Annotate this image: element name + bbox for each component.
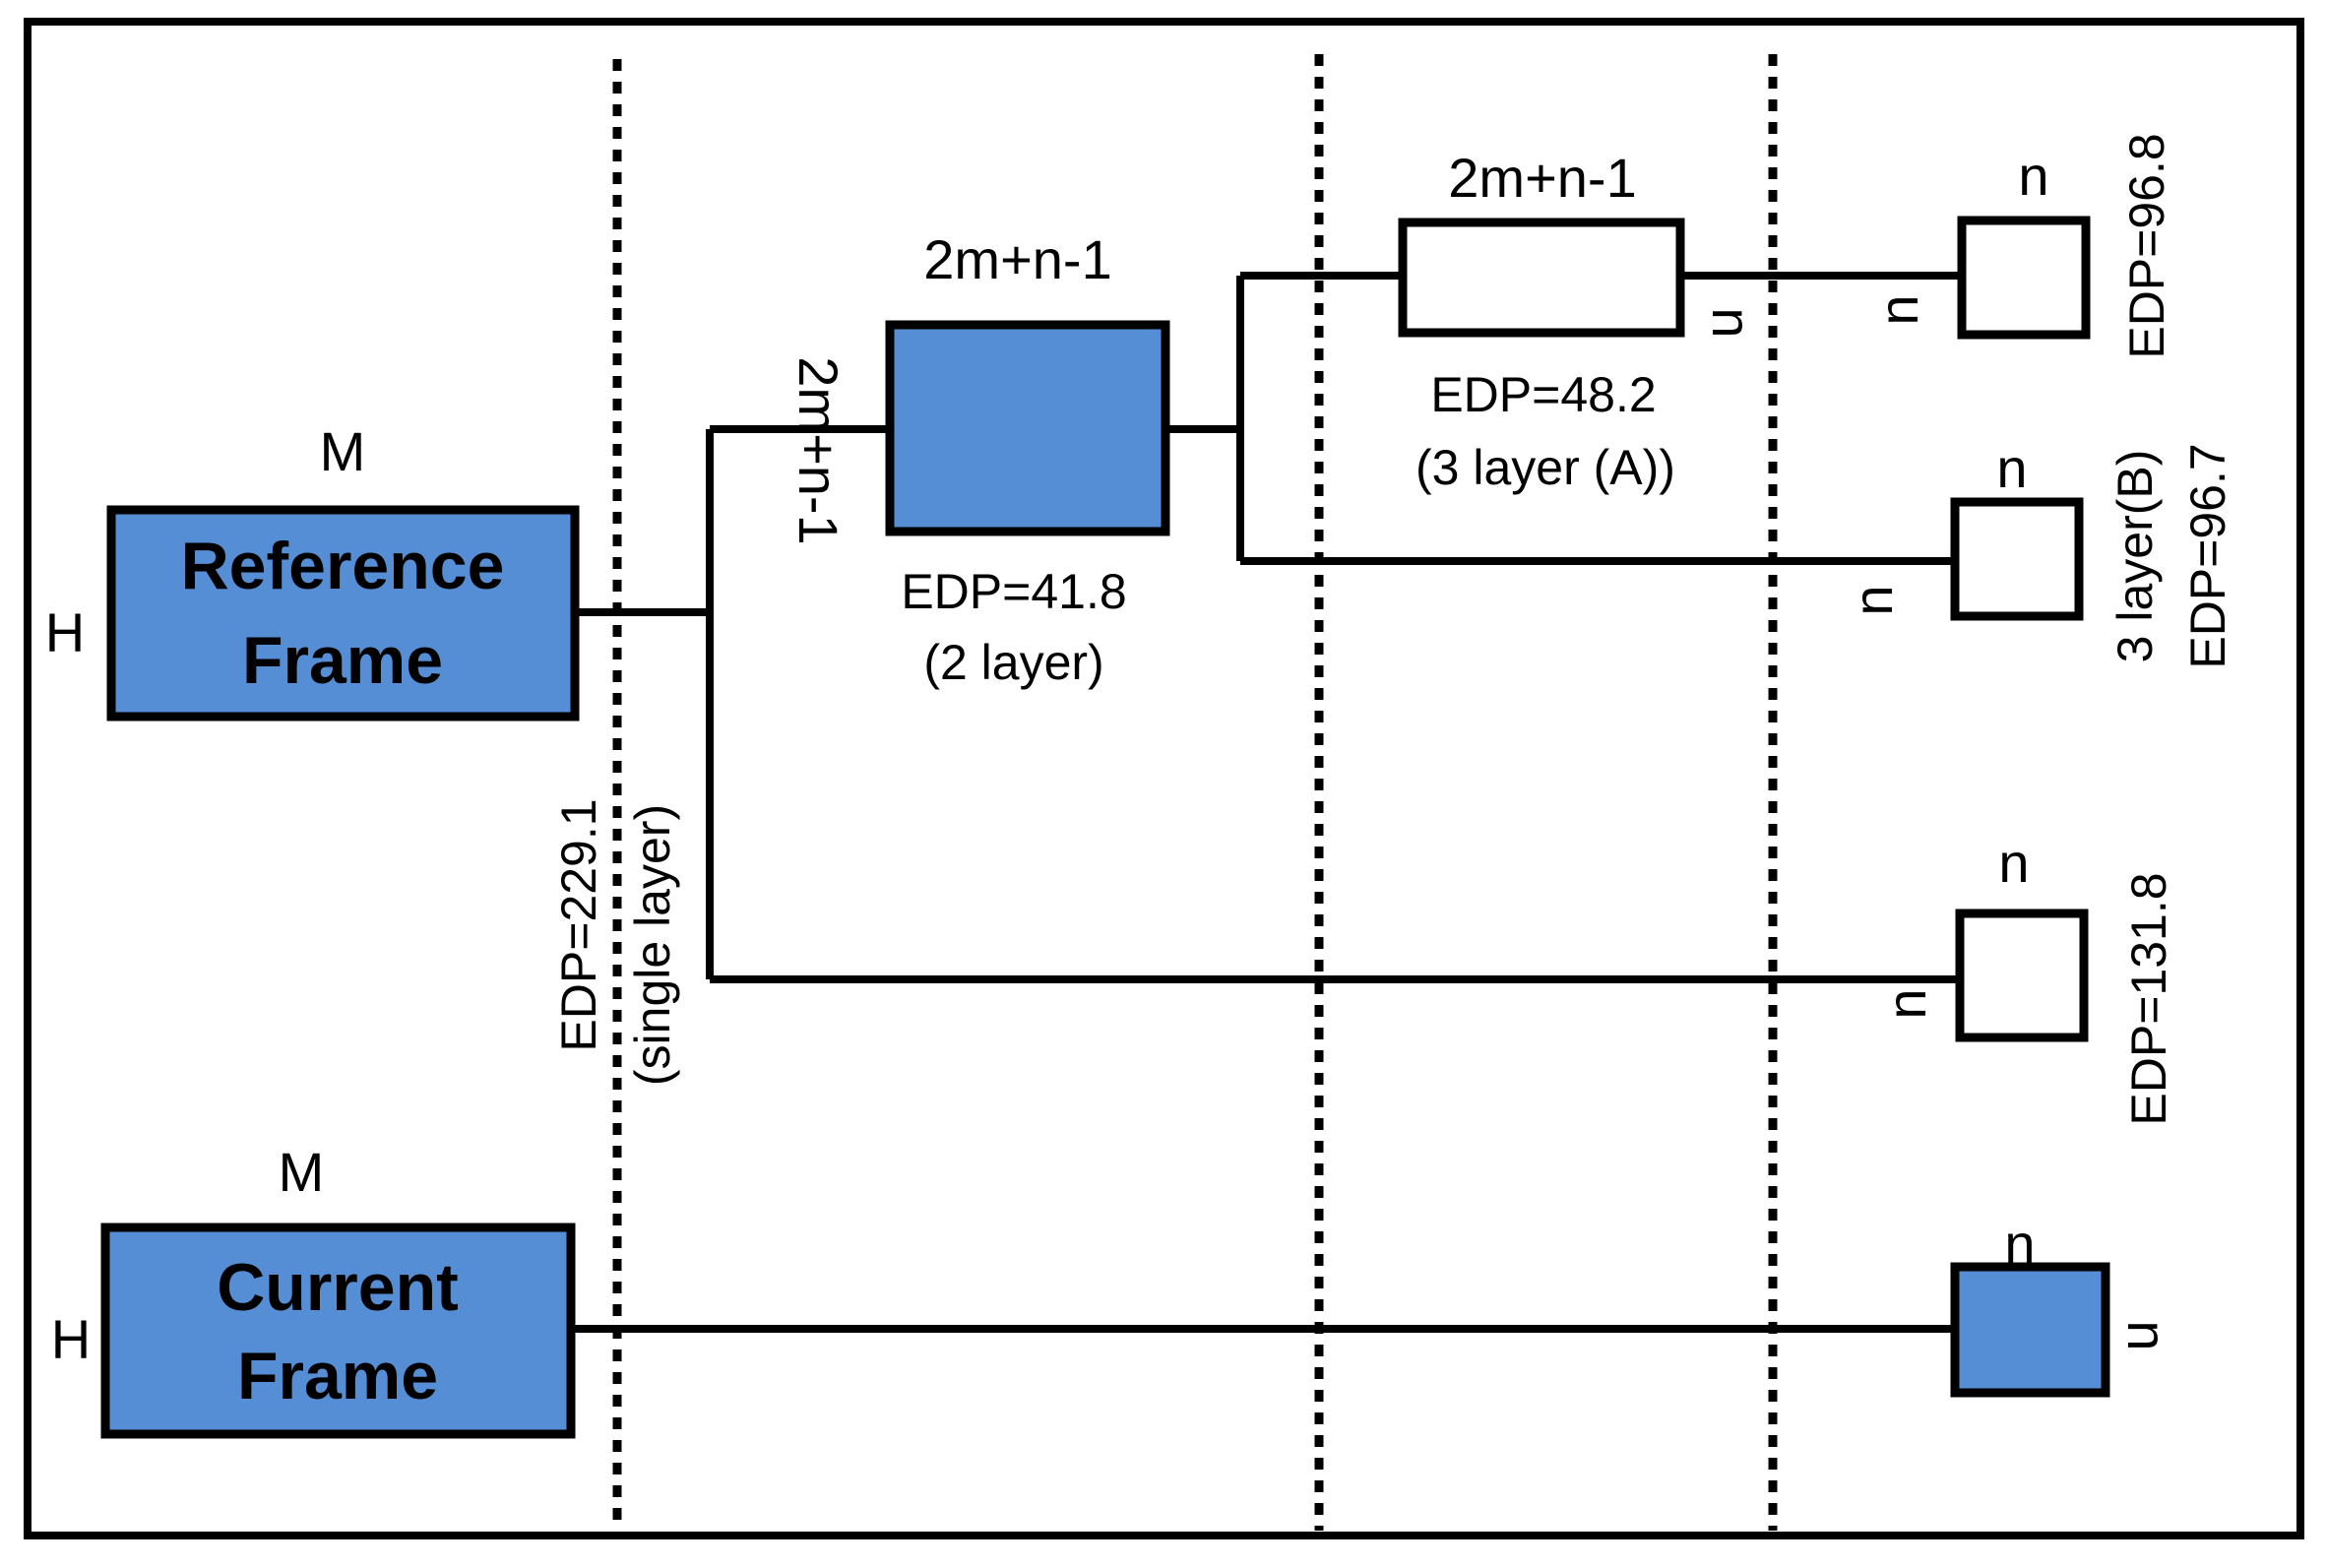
reference-frame-box <box>106 505 580 721</box>
outer-border <box>24 18 2304 1539</box>
output-current-box <box>1950 1262 2110 1398</box>
svg-text:(single layer): (single layer) <box>625 804 680 1086</box>
three-layer-a-top-label: 2m+n-1 <box>1448 147 1636 209</box>
three-layer-a-edp: EDP=48.2 <box>1430 367 1656 422</box>
three-layer-a-side-label: n <box>1701 307 1763 338</box>
connection-wires <box>571 272 1962 1333</box>
current-frame-label-1: Current <box>217 1250 459 1325</box>
three-layer-a-box <box>1398 218 1685 338</box>
output-b-side-label: n <box>1842 585 1904 615</box>
two-layer-block: 2m+n-1 2m+n-1 EDP=41.8 (2 layer) <box>787 228 1170 690</box>
output-current-side-label: n <box>2116 1320 2178 1350</box>
two-layer-box <box>885 320 1170 536</box>
reference-frame-width-label: M <box>320 420 366 482</box>
three-layer-a-block: 2m+n-1 n EDP=48.2 (3 layer (A)) <box>1398 147 1763 495</box>
output-a-box <box>1957 216 2091 340</box>
three-layer-a-name: (3 layer (A)) <box>1415 440 1675 495</box>
output-current: n n <box>1950 1213 2178 1398</box>
reference-frame-label-2: Frame <box>242 623 443 698</box>
output-c-box <box>1955 909 2089 1042</box>
reference-frame-label-1: Reference <box>181 529 505 603</box>
two-layer-top-label: 2m+n-1 <box>923 228 1111 290</box>
current-frame-height-label: H <box>51 1308 91 1370</box>
output-b-top-label: n <box>1996 437 2027 499</box>
output-c: n n EDP=131.8 <box>1875 832 2176 1126</box>
reference-frame: Reference Frame M H <box>45 420 580 721</box>
single-layer-edp: EDP=229.1 <box>551 798 606 1051</box>
output-current-top-label: n <box>2004 1213 2035 1275</box>
svg-text:EDP=229.1: EDP=229.1 <box>551 798 606 1051</box>
output-a-edp: EDP=96.8 <box>2119 133 2174 358</box>
two-layer-side-label: 2m+n-1 <box>787 356 849 544</box>
output-c-edp: EDP=131.8 <box>2121 872 2176 1125</box>
current-frame: Current Frame M H <box>51 1141 576 1439</box>
output-b: n n 3 layer(B) EDP=96.7 <box>1842 437 2235 669</box>
output-a-top-label: n <box>2018 145 2048 207</box>
output-a: n n EDP=96.8 <box>1867 133 2174 358</box>
two-layer-name: (2 layer) <box>923 635 1103 690</box>
current-frame-label-2: Frame <box>237 1339 438 1413</box>
output-c-top-label: n <box>1998 832 2029 894</box>
output-c-side-label: n <box>1875 988 1937 1019</box>
reference-frame-height-label: H <box>45 601 85 663</box>
output-b-name: 3 layer(B) <box>2107 450 2163 663</box>
single-layer-name: (single layer) <box>625 804 680 1086</box>
output-b-box <box>1950 497 2084 621</box>
current-frame-box <box>100 1223 576 1439</box>
two-layer-edp: EDP=41.8 <box>901 564 1126 619</box>
current-frame-width-label: M <box>279 1141 325 1203</box>
output-a-side-label: n <box>1867 294 1929 325</box>
output-b-edp: EDP=96.7 <box>2180 443 2235 668</box>
